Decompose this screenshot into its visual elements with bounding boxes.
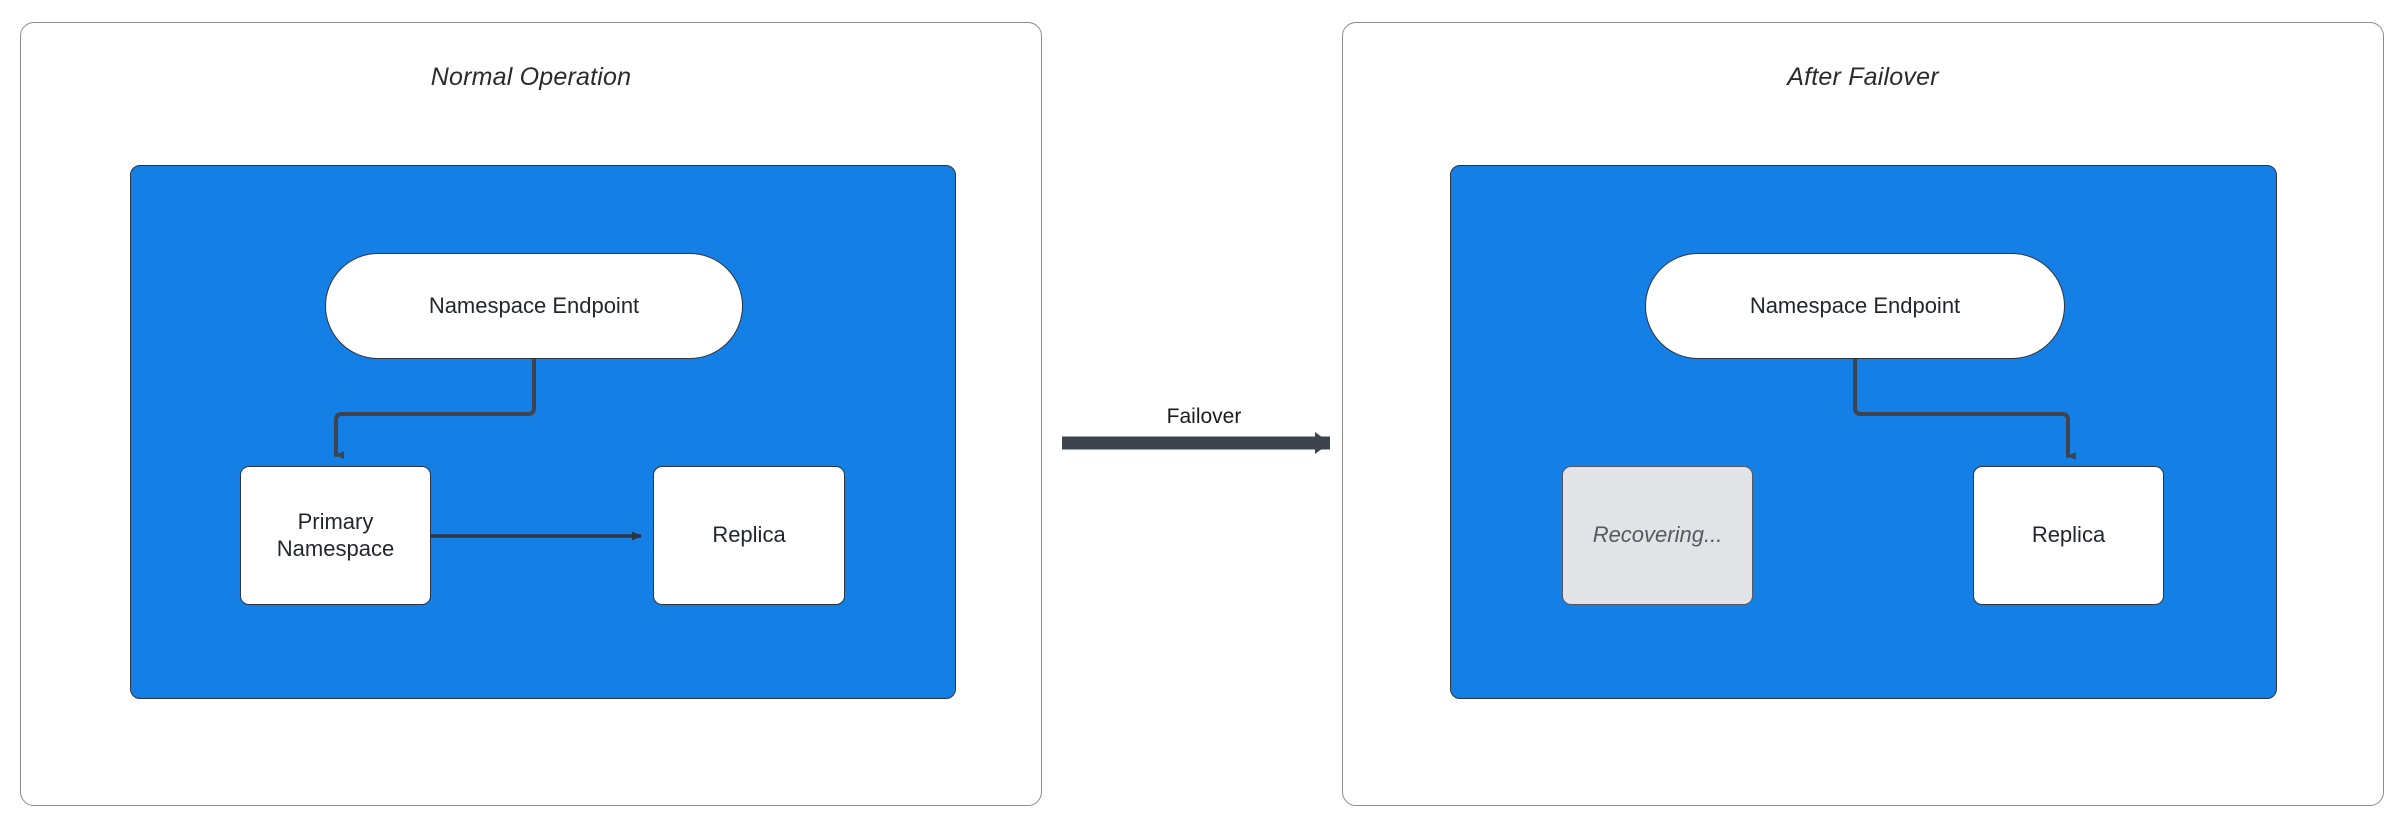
node-namespace-endpoint-normal[interactable]: Namespace Endpoint bbox=[325, 253, 743, 359]
namespace-container-normal bbox=[130, 165, 956, 699]
node-namespace-endpoint-failover[interactable]: Namespace Endpoint bbox=[1645, 253, 2065, 359]
node-primary-namespace[interactable]: Primary Namespace bbox=[240, 466, 431, 605]
node-label: Recovering... bbox=[1592, 522, 1723, 548]
node-label-line2: Namespace bbox=[276, 535, 395, 561]
node-label: Replica bbox=[2031, 522, 2106, 548]
node-label-line1: Primary bbox=[297, 508, 374, 534]
panel-title-normal-operation: Normal Operation bbox=[430, 63, 632, 91]
node-label: Replica bbox=[712, 522, 786, 548]
node-label: Primary Namespace bbox=[277, 509, 394, 563]
node-replica-normal[interactable]: Replica bbox=[653, 466, 845, 605]
node-recovering[interactable]: Recovering... bbox=[1562, 466, 1753, 605]
transition-label-failover: Failover bbox=[1166, 405, 1242, 428]
node-label: Namespace Endpoint bbox=[1749, 292, 1961, 318]
namespace-container-failover bbox=[1450, 165, 2277, 699]
node-label: Namespace Endpoint bbox=[428, 292, 640, 318]
panel-title-after-failover: After Failover bbox=[1787, 63, 1939, 91]
edge-label-data-replication: Data Replication bbox=[459, 338, 608, 359]
node-replica-failover[interactable]: Replica bbox=[1973, 466, 2164, 605]
